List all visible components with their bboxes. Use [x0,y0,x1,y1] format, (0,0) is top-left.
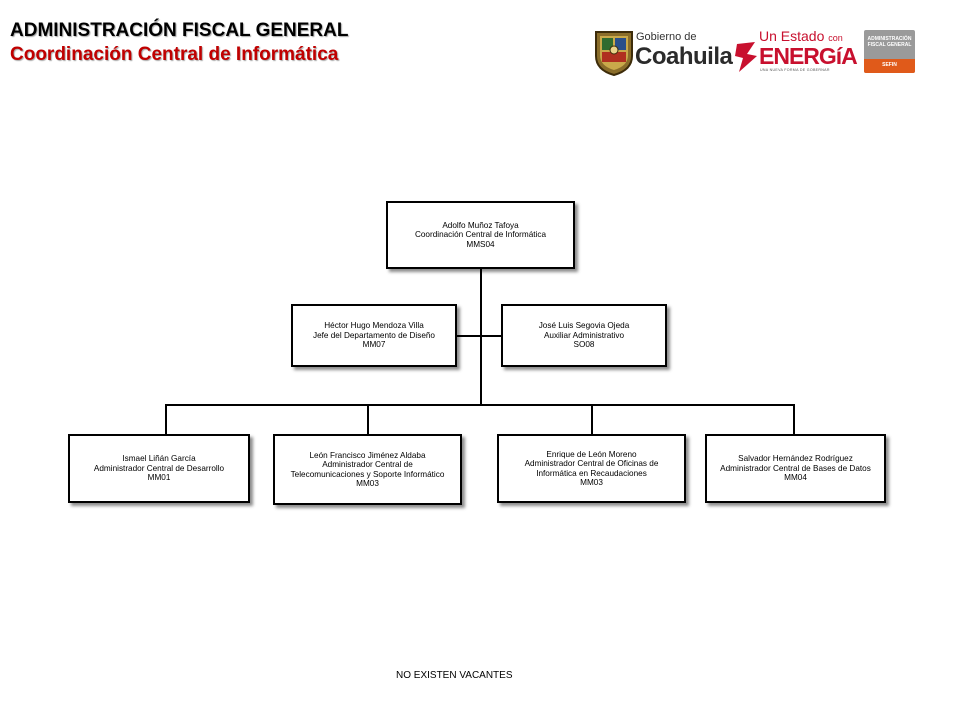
org-box-role: Auxiliar Administrativo [543,330,625,340]
afg-logo-line2: FISCAL GENERAL [867,42,912,48]
org-box-sub-2: León Francisco Jiménez Aldaba Administra… [273,434,462,505]
page-title: ADMINISTRACIÓN FISCAL GENERAL [10,20,349,41]
org-box-sub-4: Salvador Hernández Rodríguez Administrad… [705,434,886,503]
org-box-staff-left: Héctor Hugo Mendoza Villa Jefe del Depar… [291,304,457,367]
org-box-name: Salvador Hernández Rodríguez [738,454,853,464]
estado-energia-logo: Un Estado con ENERGíA UNA NUEVA FORMA DE… [733,28,858,78]
gobierno-logo-line2: Coahuila [635,43,733,70]
afg-logo-line1: ADMINISTRACIÓN [867,36,912,42]
estado-logo-line1: Un Estado [759,28,825,44]
connector-line [793,404,795,435]
estado-logo-line1-small: con [828,33,843,43]
org-box-code: MM01 [147,473,171,483]
org-box-sub-3: Enrique de León Moreno Administrador Cen… [497,434,686,503]
org-box-role: Informática en Recaudaciones [536,468,647,478]
org-box-role: Jefe del Departamento de Diseño [313,330,435,340]
gobierno-coahuila-logo: Gobierno de Coahuila [594,28,733,78]
org-box-name: Ismael Liñán García [122,454,196,464]
vacancies-note: NO EXISTEN VACANTES [396,670,513,681]
org-box-code: MM03 [356,478,379,488]
org-box-name: Héctor Hugo Mendoza Villa [324,321,424,331]
org-box-staff-right: José Luis Segovia Ojeda Auxiliar Adminis… [501,304,667,367]
org-box-name: Enrique de León Moreno [546,449,637,459]
afg-logo-line3: SEFIN [882,62,897,68]
connector-line [456,335,502,337]
org-box-sub-1: Ismael Liñán García Administrador Centra… [68,434,250,503]
gobierno-logo-line1: Gobierno de [636,31,697,43]
org-box-role: Administrador Central de Oficinas de [524,459,659,469]
connector-line [165,404,167,435]
estado-logo-line2: ENERGíA [759,43,858,69]
org-box-role: Administrador Central de [322,460,413,470]
connector-line [367,404,369,435]
estado-logo-line3: UNA NUEVA FORMA DE GOBERNAR [760,68,830,72]
org-box-role: Telecomunicaciones y Soporte Informático [290,469,445,479]
connector-line [480,269,482,406]
org-box-code: MM04 [784,473,807,483]
afg-logo: ADMINISTRACIÓN FISCAL GENERAL SEFIN [864,30,915,73]
connector-line [591,404,593,435]
org-box-code: MM07 [362,340,386,350]
org-box-name: José Luis Segovia Ojeda [538,321,630,331]
page-subtitle: Coordinación Central de Informática [10,44,339,65]
org-box-head: Adolfo Muñoz Tafoya Coordinación Central… [386,201,575,269]
org-box-name: León Francisco Jiménez Aldaba [309,450,426,460]
org-box-role: Administrador Central de Desarrollo [93,463,225,473]
org-box-name: Adolfo Muñoz Tafoya [442,220,519,230]
org-box-code: MM03 [580,477,603,487]
org-box-code: SO08 [573,340,595,350]
connector-line [165,404,795,406]
energy-star-icon [735,42,757,72]
org-box-code: MMS04 [466,239,495,249]
org-box-role: Administrador Central de Bases de Datos [720,463,871,473]
org-box-role: Coordinación Central de Informática [414,230,547,240]
coat-of-arms-icon [595,31,633,77]
